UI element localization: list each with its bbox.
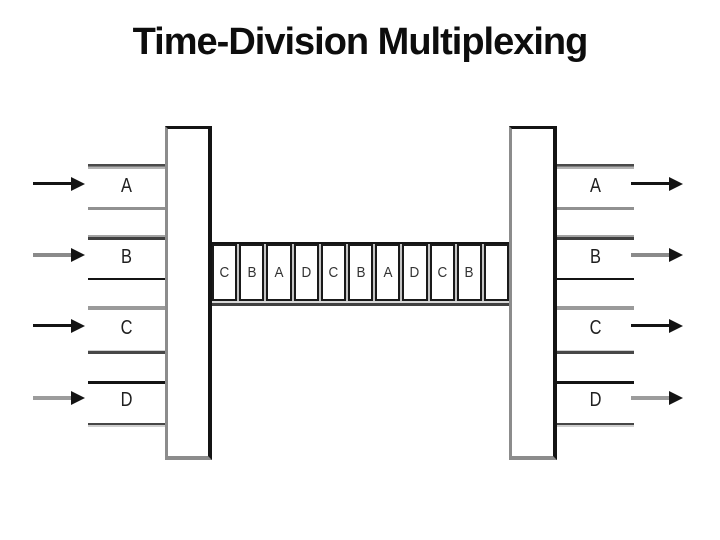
time-slot-label: B <box>464 264 474 281</box>
time-slot: B <box>347 244 374 301</box>
time-slot: B <box>456 244 482 301</box>
signal-line <box>88 350 165 354</box>
signal-line <box>88 235 165 240</box>
time-slot-label: A <box>274 264 284 281</box>
signal-line <box>88 207 165 210</box>
multiplexer-box <box>165 126 212 460</box>
time-slot: A <box>375 244 401 301</box>
arrow-shaft <box>631 182 670 185</box>
time-slot: D <box>402 244 428 301</box>
arrow-head <box>669 319 683 333</box>
time-slot-label: C <box>437 264 447 281</box>
arrow-shaft <box>33 396 72 400</box>
signal-line <box>557 350 634 354</box>
signal-line <box>88 306 165 310</box>
signal-line <box>557 381 634 384</box>
tdm-channel: C B A D C B A D C B <box>212 242 510 306</box>
arrow-head <box>71 177 85 191</box>
arrow-head <box>71 391 85 405</box>
time-slot-label: A <box>383 264 393 281</box>
signal-line <box>88 381 165 384</box>
time-slot-label: C <box>219 264 230 281</box>
time-slot-label: C <box>328 264 339 281</box>
output-label-c: C <box>589 317 602 339</box>
time-slot: C <box>212 244 238 301</box>
arrow-head <box>669 391 683 405</box>
output-arrow-b-icon <box>631 248 683 262</box>
signal-line <box>88 278 165 280</box>
signal-line <box>557 306 634 310</box>
signal-line <box>88 423 165 427</box>
signal-line <box>88 164 165 169</box>
time-slot-label: D <box>410 264 420 281</box>
input-label-a: A <box>121 175 132 197</box>
signal-line <box>557 278 634 280</box>
time-slot-label: D <box>301 264 312 281</box>
arrow-shaft <box>631 253 670 257</box>
input-arrow-b-icon <box>33 248 85 262</box>
arrow-shaft <box>33 253 72 257</box>
output-arrow-c-icon <box>631 319 683 333</box>
arrow-head <box>71 248 85 262</box>
time-slot: C <box>429 244 455 301</box>
input-arrow-a-icon <box>33 177 85 191</box>
time-slot <box>483 244 510 301</box>
output-label-b: B <box>590 246 601 268</box>
arrow-shaft <box>631 396 670 400</box>
input-label-b: B <box>121 246 132 268</box>
time-slot: A <box>266 244 292 301</box>
demultiplexer-box <box>509 126 557 460</box>
output-arrow-d-icon <box>631 391 683 405</box>
arrow-shaft <box>33 182 72 185</box>
signal-line <box>557 423 634 427</box>
output-arrow-a-icon <box>631 177 683 191</box>
signal-line <box>557 235 634 240</box>
time-slot: C <box>320 244 346 301</box>
time-slot: D <box>293 244 319 301</box>
input-label-c: C <box>120 317 133 339</box>
input-label-d: D <box>120 389 133 411</box>
time-slot: B <box>239 244 265 301</box>
arrow-head <box>669 248 683 262</box>
arrow-shaft <box>33 324 72 327</box>
time-slot-label: B <box>247 264 257 281</box>
output-label-d: D <box>589 389 602 411</box>
arrow-head <box>71 319 85 333</box>
arrow-head <box>669 177 683 191</box>
time-slot-label: B <box>356 264 366 281</box>
signal-line <box>557 207 634 210</box>
page-title: Time-Division Multiplexing <box>132 21 589 63</box>
input-arrow-c-icon <box>33 319 85 333</box>
output-label-a: A <box>590 175 601 197</box>
arrow-shaft <box>631 324 670 327</box>
signal-line <box>557 164 634 169</box>
input-arrow-d-icon <box>33 391 85 405</box>
